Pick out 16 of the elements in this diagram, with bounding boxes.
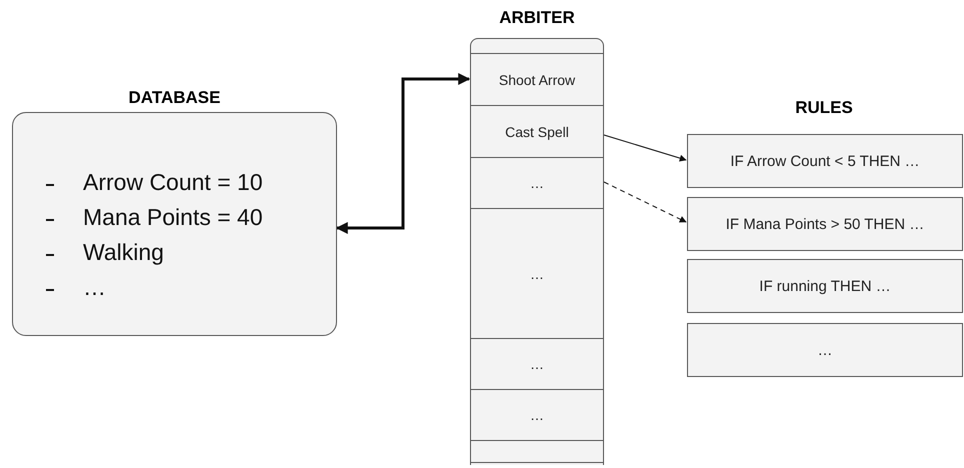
column-title: ARBITER [498, 8, 576, 28]
queue-cell: … [471, 158, 603, 209]
queue-cell: Shoot Arrow [471, 54, 603, 106]
queue-cell: Cast Spell [471, 106, 603, 158]
queue-cell: … [471, 390, 603, 441]
arrow [604, 182, 687, 222]
queue-cell: … [471, 339, 603, 390]
list-item: Mana Points = 40 [83, 204, 263, 231]
section-heading: RULES [794, 98, 854, 118]
list-item: Arrow Count = 10 [83, 169, 263, 196]
arrow [336, 73, 470, 234]
box-title: DATABASE [128, 88, 222, 108]
list-item: Walking [83, 239, 164, 266]
queue-cell: … [471, 209, 603, 339]
arrow [604, 134, 687, 162]
list-item: … [83, 274, 106, 301]
